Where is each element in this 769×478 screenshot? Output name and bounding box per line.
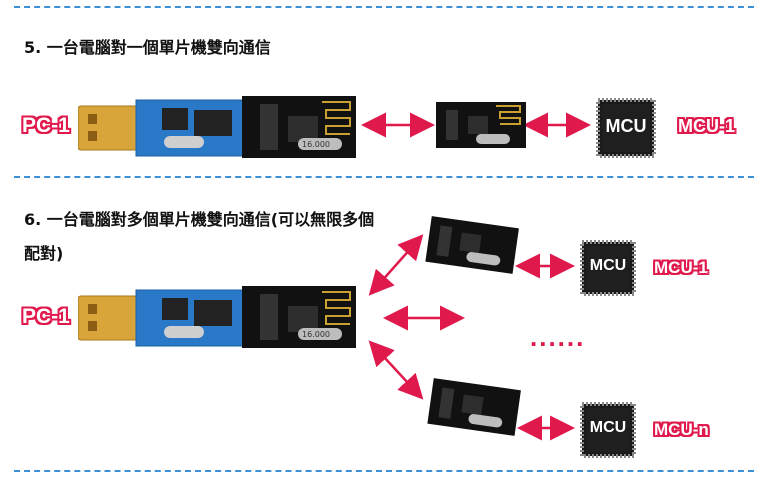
section5-mcu-label: MCU-1 (678, 116, 735, 136)
bottom-divider (14, 470, 754, 472)
usb-adapter-icon: 16.000 (78, 96, 356, 158)
section5-pc-label: PC-1 (22, 114, 70, 137)
mcu-chip-bottom-icon (580, 402, 636, 458)
section6-title: 6. 一台電腦對多個單片機雙向通信(可以無限多個配對) (24, 210, 375, 263)
mcu-chip-top-icon (580, 240, 636, 296)
mcu-chip-icon (596, 98, 656, 158)
ellipsis: ...... (530, 322, 586, 352)
arrow-usb-to-radio-top (368, 234, 424, 296)
section6-chip-text-bottom: MCU (589, 419, 627, 436)
radio-module-icon (436, 102, 526, 148)
section5-chip-text: MCU (605, 116, 647, 136)
section5-title: 5. 一台電腦對一個單片機雙向通信 (24, 38, 271, 57)
usb-adapter-icon-2: 16.000 (78, 286, 356, 348)
radio-module-bottom-icon (427, 378, 521, 436)
middle-divider (14, 176, 754, 178)
section6-mcu-top-label: MCU-1 (654, 258, 708, 277)
radio-module-top-icon (425, 216, 519, 274)
section6-mcu-bottom-label: MCU-n (654, 420, 709, 439)
section6-pc-label: PC-1 (22, 305, 70, 328)
section6-chip-text-top: MCU (589, 257, 627, 274)
crystal-label: 16.000 (302, 140, 330, 149)
top-divider (14, 6, 754, 8)
crystal-label-2: 16.000 (302, 330, 330, 339)
arrow-usb-to-radio-bottom (368, 340, 424, 400)
